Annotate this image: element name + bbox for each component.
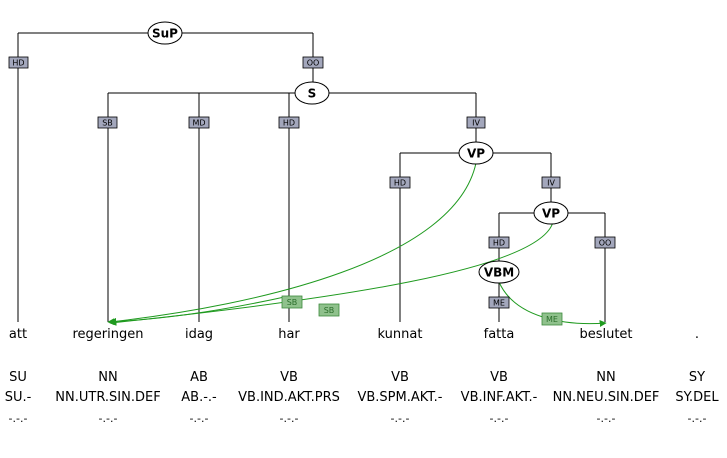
token-4[interactable]: kunnat VB VB.SPM.AKT.- -.-.- bbox=[357, 327, 442, 425]
secondary-label-har: SB bbox=[281, 295, 303, 309]
svg-text:HD: HD bbox=[493, 239, 505, 248]
token-extra: -.-.- bbox=[490, 412, 509, 425]
token-pos: NN bbox=[596, 370, 615, 385]
svg-text:VP: VP bbox=[542, 207, 560, 221]
svg-text:ME: ME bbox=[493, 299, 505, 308]
token-word: idag bbox=[185, 327, 213, 342]
svg-text:VP: VP bbox=[467, 147, 485, 161]
node-vbm[interactable]: VBM bbox=[478, 260, 520, 284]
token-morph: NN.UTR.SIN.DEF bbox=[55, 390, 160, 405]
edge-label-s-regeringen: SB bbox=[97, 116, 118, 129]
token-word: regeringen bbox=[73, 327, 144, 342]
token-extra: -.-.- bbox=[99, 412, 118, 425]
svg-text:VBM: VBM bbox=[484, 266, 514, 280]
svg-text:IV: IV bbox=[472, 119, 480, 128]
token-word: har bbox=[278, 327, 300, 342]
token-extra: -.-.- bbox=[391, 412, 410, 425]
edge-label-vp2-beslutet: OO bbox=[594, 236, 616, 249]
svg-text:MD: MD bbox=[192, 119, 205, 128]
token-1[interactable]: regeringen NN NN.UTR.SIN.DEF -.-.- bbox=[55, 327, 160, 425]
svg-text:SB: SB bbox=[102, 119, 113, 128]
svg-text:IV: IV bbox=[547, 179, 555, 188]
token-morph: VB.INF.AKT.- bbox=[461, 390, 538, 405]
node-vp1[interactable]: VP bbox=[458, 141, 494, 165]
token-pos: VB bbox=[391, 370, 409, 385]
token-morph: SU.- bbox=[5, 390, 32, 405]
node-s[interactable]: S bbox=[294, 81, 330, 105]
edge-label-sup-att: HD bbox=[8, 56, 29, 69]
token-word: kunnat bbox=[378, 327, 423, 342]
token-pos: VB bbox=[280, 370, 298, 385]
token-extra: -.-.- bbox=[597, 412, 616, 425]
token-word: beslutet bbox=[579, 327, 632, 342]
secondary-label-vbm: ME bbox=[541, 312, 563, 326]
svg-text:OO: OO bbox=[599, 239, 612, 248]
token-5[interactable]: fatta VB VB.INF.AKT.- -.-.- bbox=[461, 327, 538, 425]
token-word: att bbox=[9, 327, 27, 342]
svg-text:HD: HD bbox=[283, 119, 295, 128]
token-morph: AB.-.- bbox=[181, 390, 217, 405]
token-7[interactable]: . SY SY.DEL -.-.- bbox=[675, 327, 719, 425]
token-pos: VB bbox=[490, 370, 508, 385]
token-pos: SU bbox=[9, 370, 27, 385]
token-morph: SY.DEL bbox=[675, 390, 719, 405]
edge-label-s-idag: MD bbox=[188, 116, 210, 129]
edge-label-s-vp1: IV bbox=[466, 116, 486, 129]
token-extra: -.-.- bbox=[9, 412, 28, 425]
token-extra: -.-.- bbox=[190, 412, 209, 425]
token-morph: VB.SPM.AKT.- bbox=[357, 390, 442, 405]
token-2[interactable]: idag AB AB.-.- -.-.- bbox=[181, 327, 217, 425]
svg-text:HD: HD bbox=[394, 179, 406, 188]
svg-text:SuP: SuP bbox=[152, 27, 178, 41]
secondary-edge-vp1-regeringen bbox=[109, 162, 477, 325]
token-extra: -.-.- bbox=[688, 412, 707, 425]
svg-text:SB: SB bbox=[324, 306, 335, 315]
token-morph: VB.IND.AKT.PRS bbox=[238, 390, 340, 405]
svg-text:SB: SB bbox=[287, 298, 298, 307]
token-6[interactable]: beslutet NN NN.NEU.SIN.DEF -.-.- bbox=[553, 327, 660, 425]
token-pos: AB bbox=[190, 370, 208, 385]
secondary-label-vp1: SB bbox=[318, 303, 340, 317]
edge-label-vp1-vp2: IV bbox=[541, 176, 561, 189]
token-pos: NN bbox=[98, 370, 117, 385]
svg-text:S: S bbox=[308, 87, 317, 101]
node-sup[interactable]: SuP bbox=[147, 21, 183, 45]
secondary-edge-vp2-regeringen bbox=[109, 221, 554, 326]
svg-text:OO: OO bbox=[307, 59, 320, 68]
edge-label-vp2-vbm: HD bbox=[488, 236, 510, 249]
token-word: fatta bbox=[484, 327, 515, 342]
token-extra: -.-.- bbox=[280, 412, 299, 425]
node-vp2[interactable]: VP bbox=[533, 201, 569, 225]
edge-label-vp1-kunnat: HD bbox=[389, 176, 411, 189]
edge-label-sup-s: OO bbox=[302, 56, 324, 69]
token-3[interactable]: har VB VB.IND.AKT.PRS -.-.- bbox=[238, 327, 340, 425]
edge-label-vbm-fatta: ME bbox=[488, 296, 510, 309]
svg-text:ME: ME bbox=[546, 315, 558, 324]
edge-label-s-har: HD bbox=[278, 116, 300, 129]
svg-text:HD: HD bbox=[12, 59, 24, 68]
token-pos: SY bbox=[689, 370, 705, 385]
token-word: . bbox=[695, 327, 699, 342]
token-0[interactable]: att SU SU.- -.-.- bbox=[5, 327, 32, 425]
token-morph: NN.NEU.SIN.DEF bbox=[553, 390, 660, 405]
